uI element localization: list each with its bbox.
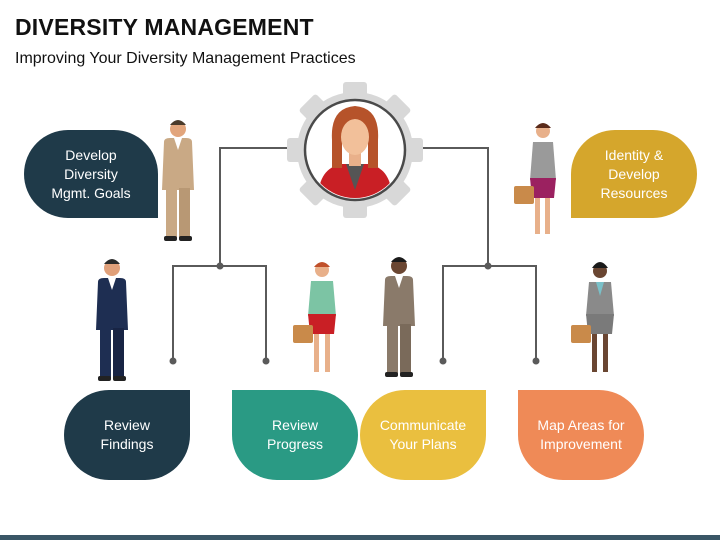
page-subtitle: Improving Your Diversity Management Prac… — [15, 50, 356, 67]
connector-left-branch — [172, 265, 267, 361]
central-woman-avatar — [318, 106, 392, 198]
person-woman-green-top-icon — [293, 262, 336, 372]
node-map-areas-for-improvement: Map Areas for Improvement — [518, 390, 644, 480]
node-identity-develop-resources: Identity & Develop Resources — [571, 130, 697, 218]
connector-dots — [169, 262, 540, 365]
node-review-progress: Review Progress — [232, 390, 358, 480]
page-title: DIVERSITY MANAGEMENT — [15, 14, 314, 40]
connector-right-branch — [442, 265, 537, 361]
person-woman-grey-blazer-icon — [571, 262, 614, 372]
connector-left-trunk — [219, 147, 305, 266]
node-communicate-your-plans: Communicate Your Plans — [360, 390, 486, 480]
person-man-beige-suit-icon — [162, 120, 194, 241]
person-woman-burgundy-icon — [514, 123, 556, 234]
node-develop-diversity-goals: Develop Diversity Mgmt. Goals — [24, 130, 158, 218]
connector-right-trunk — [415, 147, 489, 266]
person-man-navy-suit-icon — [96, 259, 128, 381]
bottom-accent-bar — [0, 535, 720, 540]
node-review-findings: Review Findings — [64, 390, 190, 480]
person-man-grey-suit-icon — [383, 257, 415, 377]
